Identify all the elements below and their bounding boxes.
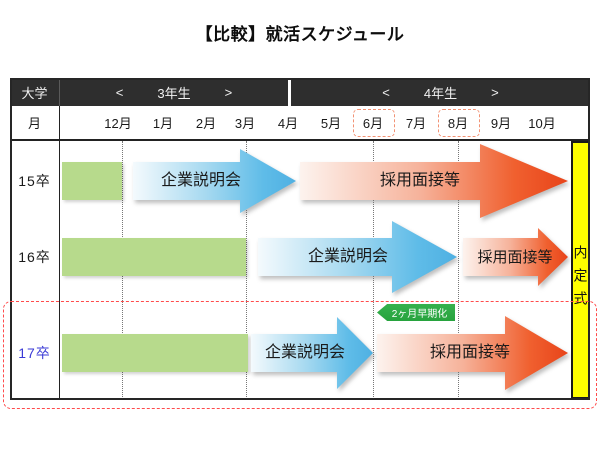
interview-arrow-16: [463, 228, 568, 286]
month-label: 4月: [277, 116, 299, 131]
corner-label-university: 大学: [21, 85, 48, 101]
info-session-arrow-17: [251, 317, 373, 389]
grade-group-3rd-year: < 3年生 >: [60, 78, 288, 106]
header-bottom-rule: [10, 139, 590, 141]
two-months-earlier-badge: 2ヶ月早期化: [377, 304, 455, 321]
info-session-arrow-15: [133, 149, 296, 213]
grade-group-divider: [288, 78, 291, 106]
grade-4-label: 4年生: [423, 85, 458, 101]
info-session-label-17: 企業説明会: [264, 344, 345, 361]
info-session-arrow-16: [258, 221, 457, 293]
month-label: 7月: [405, 116, 427, 131]
header-cell-divider: [59, 78, 60, 106]
label-column-rule: [59, 106, 60, 399]
info-session-label-15: 企業説明会: [160, 172, 241, 189]
month-label: 5月: [320, 116, 342, 131]
grade-header-band: [10, 78, 590, 106]
right-angle-icon: >: [491, 84, 499, 100]
month-label: 9月: [490, 116, 512, 131]
prep-bar-15: [62, 162, 122, 200]
badge-label: 2ヶ月早期化: [391, 309, 448, 320]
naiteishiki-bar: 内定式: [571, 141, 590, 399]
interview-label-16: 採用面接等: [477, 249, 553, 266]
highlight-box-august: [438, 109, 480, 137]
row-label-17: 17卒: [18, 345, 51, 361]
month-label: 1月: [152, 116, 174, 131]
prep-bar-16: [62, 238, 246, 276]
month-label: 12月: [104, 116, 132, 131]
month-row-label: 月: [27, 116, 41, 131]
right-angle-icon: >: [224, 84, 233, 100]
month-label: 2月: [195, 116, 217, 131]
grade-group-4th-year: < 4年生 >: [291, 78, 590, 106]
row-label-16: 16卒: [18, 249, 51, 265]
interview-arrow-17: [377, 316, 568, 390]
month-label: 3月: [234, 116, 256, 131]
guide-line-march: [246, 141, 247, 399]
naiteishiki-label: 内定式: [572, 244, 589, 314]
month-label: 10月: [528, 116, 556, 131]
month-label: 6月: [362, 116, 384, 131]
info-session-label-16: 企業説明会: [307, 248, 388, 265]
left-angle-icon: <: [115, 84, 124, 100]
left-angle-icon: <: [382, 84, 390, 100]
interview-label-17: 採用面接等: [429, 344, 510, 361]
page-title: 【比較】就活スケジュール: [195, 25, 405, 44]
grade-3-label: 3年生: [157, 85, 191, 101]
prep-bar-17: [62, 334, 248, 372]
month-label: 8月: [447, 116, 469, 131]
guide-line-august: [458, 141, 459, 399]
interview-arrow-15: [300, 144, 568, 218]
highlight-box-june: [353, 109, 395, 137]
row-label-15: 15卒: [18, 173, 51, 189]
interview-label-15: 採用面接等: [379, 172, 460, 189]
